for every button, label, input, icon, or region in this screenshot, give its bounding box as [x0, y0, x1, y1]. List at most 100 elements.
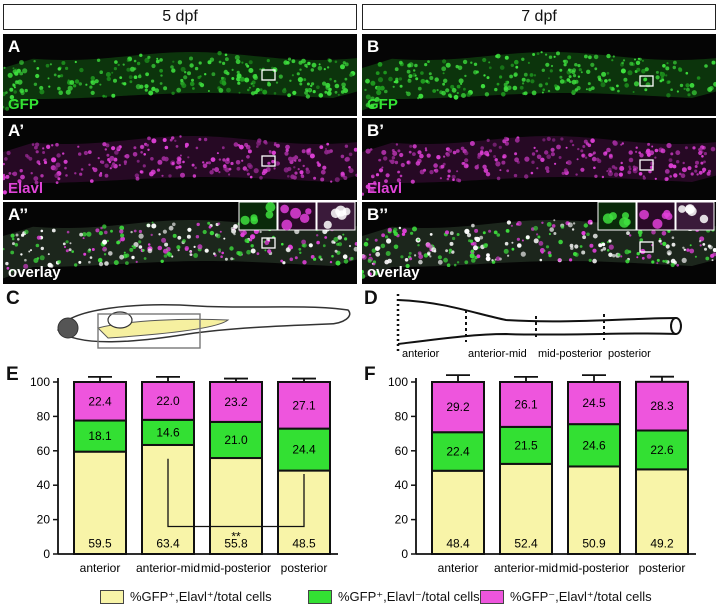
- legend-swatch-yellow: [100, 590, 124, 604]
- header-5dpf: 5 dpf: [3, 4, 357, 30]
- roi-box: [639, 241, 654, 253]
- panel-b1-elavl: B’ Elavl: [362, 118, 716, 200]
- roi-box: [261, 155, 276, 167]
- y-tick-label: 60: [395, 444, 409, 458]
- x-tick-label: posterior: [639, 561, 686, 575]
- stacked-bar-chart-e: 02040608010059.518.122.4anterior63.414.6…: [30, 375, 338, 575]
- data-label: 26.1: [514, 397, 538, 411]
- legend: %GFP⁺,Elavl⁺/total cells %GFP⁺,Elavl⁻/to…: [80, 588, 680, 606]
- data-label: 27.1: [292, 398, 316, 412]
- zoom-inset: [277, 202, 317, 231]
- bar-segment: [431, 381, 485, 434]
- data-label: 50.9: [582, 537, 606, 551]
- y-tick-label: 100: [388, 375, 408, 389]
- cell-dots: [3, 51, 356, 111]
- x-tick-label: posterior: [281, 561, 328, 575]
- gut-image: [362, 202, 716, 279]
- zoom-inset: [636, 202, 676, 231]
- panel-a2-overlay: A’’ overlay: [3, 202, 357, 284]
- channel-label: Elavl: [367, 180, 403, 197]
- panel-label: B’’: [367, 205, 389, 224]
- roi-box: [639, 159, 654, 171]
- significance-bracket: [167, 458, 305, 528]
- panel-b2-overlay: B’’ overlay: [362, 202, 716, 284]
- bar-segment: [635, 468, 689, 555]
- y-tick-label: 20: [395, 513, 409, 527]
- panel-b-gfp: B GFP: [362, 34, 716, 116]
- gut-schematic: anterior anterior-mid mid-posterior post…: [396, 294, 682, 360]
- data-label: 48.4: [446, 537, 470, 551]
- data-label: 21.0: [224, 433, 248, 447]
- region-label: anterior-mid: [468, 348, 527, 360]
- roi-box: [639, 75, 654, 87]
- y-tick-label: 60: [37, 444, 51, 458]
- gut-tissue: [3, 220, 357, 279]
- data-label: 59.5: [88, 537, 112, 551]
- data-label: 24.5: [582, 396, 606, 410]
- gut-image: [362, 136, 716, 196]
- legend-swatch-pink: [480, 590, 504, 604]
- y-tick-label: 0: [43, 547, 50, 561]
- bar-segment: [567, 465, 621, 555]
- y-tick-label: 80: [395, 409, 409, 423]
- bar-segment: [209, 420, 263, 460]
- cell-dots: [362, 219, 716, 279]
- bar-segment: [567, 423, 621, 468]
- channel-label: Elavl: [8, 180, 44, 197]
- larva-schematic: [57, 304, 351, 349]
- panel-label-f: F: [364, 364, 376, 385]
- y-tick-label: 80: [37, 409, 51, 423]
- gut-tissue: [3, 52, 357, 111]
- panel-a-gfp: A GFP: [3, 34, 357, 116]
- panel-a1-elavl: A’ Elavl: [3, 118, 357, 200]
- legend-label-green: %GFP⁺,Elavl⁻/total cells: [338, 589, 480, 604]
- y-tick-label: 100: [30, 375, 50, 389]
- x-tick-label: anterior-mid: [136, 561, 200, 575]
- data-label: 22.6: [650, 443, 674, 457]
- zoom-inset: [316, 202, 356, 231]
- panel-label: A’: [8, 121, 25, 140]
- panel-label-d: D: [364, 288, 378, 309]
- data-label: 22.4: [88, 394, 112, 408]
- panel-label-c: C: [6, 288, 20, 309]
- roi-box: [261, 237, 276, 249]
- data-label: 52.4: [514, 537, 538, 551]
- data-label: 29.2: [446, 400, 470, 414]
- data-label: 23.2: [224, 395, 248, 409]
- x-tick-label: mid-posterior: [201, 561, 271, 575]
- bar-segment: [73, 450, 127, 555]
- x-tick-label: anterior: [80, 561, 121, 575]
- data-label: 22.4: [446, 444, 470, 458]
- data-label: 18.1: [88, 429, 112, 443]
- bar-segment: [431, 469, 485, 555]
- data-label: 14.6: [156, 425, 180, 439]
- stacked-bar-chart-f: 02040608010048.422.429.2anterior52.421.5…: [388, 374, 696, 575]
- roi-box: [261, 69, 276, 81]
- data-label: 55.8: [224, 537, 248, 551]
- data-label: 24.6: [582, 438, 606, 452]
- region-label: mid-posterior: [538, 348, 603, 360]
- zoom-inset: [597, 202, 637, 231]
- channel-label: GFP: [8, 96, 39, 113]
- significance-label: **: [231, 529, 241, 543]
- data-label: 48.5: [292, 537, 316, 551]
- legend-label-yellow: %GFP⁺,Elavl⁺/total cells: [130, 589, 272, 604]
- zoom-inset: [675, 202, 715, 231]
- bar-segment: [431, 431, 485, 472]
- data-label: 63.4: [156, 537, 180, 551]
- cell-dots: [362, 136, 716, 196]
- y-tick-label: 40: [37, 478, 51, 492]
- data-label: 22.0: [156, 394, 180, 408]
- legend-label-pink: %GFP⁻,Elavl⁺/total cells: [510, 589, 652, 604]
- data-label: 24.4: [292, 443, 316, 457]
- gut-image: [3, 51, 357, 111]
- panel-label: B’: [367, 121, 384, 140]
- region-label: anterior: [402, 348, 440, 360]
- bar-segment: [209, 457, 263, 555]
- bar-segment: [499, 462, 553, 555]
- channel-label: GFP: [367, 96, 398, 113]
- x-tick-label: mid-posterior: [559, 561, 629, 575]
- y-tick-label: 0: [401, 547, 408, 561]
- zoom-inset: [238, 202, 278, 231]
- bar-segment: [277, 381, 331, 430]
